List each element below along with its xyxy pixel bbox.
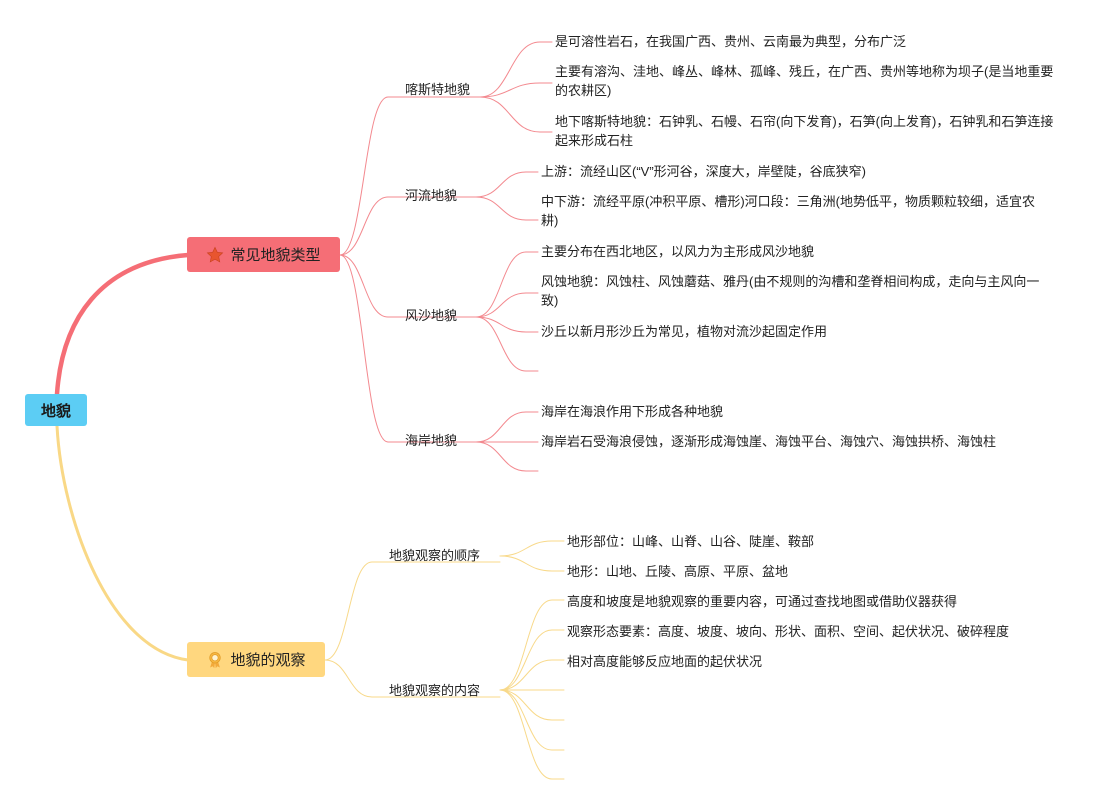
subtopic-observation-content[interactable]: 地貌观察的内容 — [389, 683, 481, 698]
leaf-connector — [499, 689, 553, 780]
leaf-connector — [479, 41, 541, 98]
branch-landform-observation[interactable]: 地貌的观察 — [187, 642, 325, 677]
leaf-connector — [475, 316, 527, 333]
leaf-connector — [475, 171, 527, 198]
branch-connector — [324, 659, 373, 698]
leaf-item[interactable]: 主要分布在西北地区，以风力为主形成风沙地貌 — [541, 244, 815, 259]
branch-landform-types[interactable]: 常见地貌类型 — [187, 237, 340, 272]
subtopic-karst[interactable]: 喀斯特地貌 — [405, 82, 471, 97]
branch-connector — [339, 254, 389, 443]
leaf-item[interactable]: 风蚀地貌：风蚀柱、风蚀蘑菇、雅丹(由不规则的沟槽和垄脊相间构成，走向与主风向一致… — [541, 274, 1040, 308]
leaf-connector — [475, 251, 527, 318]
leaf-item[interactable]: 地下喀斯特地貌：石钟乳、石幔、石帘(向下发育)，石笋(向上发育)，石钟乳和石笋连… — [555, 114, 1054, 148]
root-label: 地貌 — [40, 402, 71, 420]
leaf-item[interactable]: 上游：流经山区(“V”形河谷，深度大，岸壁陡，谷底狭窄) — [541, 164, 866, 179]
leaf-connector — [479, 82, 541, 98]
branch-label: 地貌的观察 — [230, 652, 306, 669]
leaf-item[interactable]: 主要有溶沟、洼地、峰丛、峰林、孤峰、残丘，在广西、贵州等地称为坝子(是当地重要的… — [555, 64, 1054, 98]
subtopic-aeolian[interactable]: 风沙地貌 — [405, 308, 458, 323]
leaf-item[interactable]: 沙丘以新月形沙丘为常见，植物对流沙起固定作用 — [541, 324, 828, 339]
leaf-item[interactable]: 地形：山地、丘陵、高原、平原、盆地 — [567, 564, 789, 579]
branch-connector — [339, 254, 389, 318]
branch-connector — [339, 96, 389, 256]
leaf-item[interactable]: 观察形态要素：高度、坡度、坡向、形状、面积、空间、起伏状况、破碎程度 — [567, 624, 1010, 639]
leaf-item[interactable]: 高度和坡度是地貌观察的重要内容，可通过查找地图或借助仪器获得 — [567, 594, 958, 609]
leaf-connector — [475, 196, 527, 221]
leaf-connector — [475, 441, 527, 472]
leaf-connector — [499, 540, 553, 557]
leaf-item[interactable]: 中下游：流经平原(冲积平原、槽形)河口段：三角洲(地势低平，物质颗粒较细，适宜农… — [541, 194, 1035, 228]
leaf-connector — [475, 292, 527, 318]
subtopic-coastal[interactable]: 海岸地貌 — [405, 433, 458, 448]
leaf-connector — [475, 316, 527, 372]
leaf-item[interactable]: 海岸在海浪作用下形成各种地貌 — [541, 404, 724, 419]
leaf-connector — [499, 599, 553, 691]
star-icon — [206, 246, 224, 264]
root-connector — [55, 424, 190, 662]
award-ribbon-icon — [206, 651, 224, 669]
leaf-connector — [499, 659, 553, 691]
subtopic-observation-order[interactable]: 地貌观察的顺序 — [389, 548, 481, 563]
leaf-item[interactable]: 地形部位：山峰、山脊、山谷、陡崖、鞍部 — [567, 534, 815, 549]
leaf-connector — [475, 411, 527, 443]
branch-label: 常见地貌类型 — [230, 247, 321, 264]
leaf-item[interactable]: 是可溶性岩石，在我国广西、贵州、云南最为典型，分布广泛 — [555, 34, 907, 49]
leaf-connector — [499, 689, 553, 751]
leaf-item[interactable]: 相对高度能够反应地面的起伏状况 — [567, 654, 763, 669]
leaf-connector — [499, 629, 553, 691]
subtopic-river[interactable]: 河流地貌 — [405, 188, 458, 203]
leaf-item[interactable]: 海岸岩石受海浪侵蚀，逐渐形成海蚀崖、海蚀平台、海蚀穴、海蚀拱桥、海蚀柱 — [541, 434, 997, 449]
branch-connector — [339, 196, 389, 256]
root-connector — [54, 252, 191, 397]
leaf-connector — [479, 96, 541, 133]
leaf-connector — [499, 689, 553, 721]
branch-connector — [324, 561, 373, 661]
leaf-connector — [499, 555, 553, 572]
root-node[interactable]: 地貌 — [25, 394, 87, 426]
